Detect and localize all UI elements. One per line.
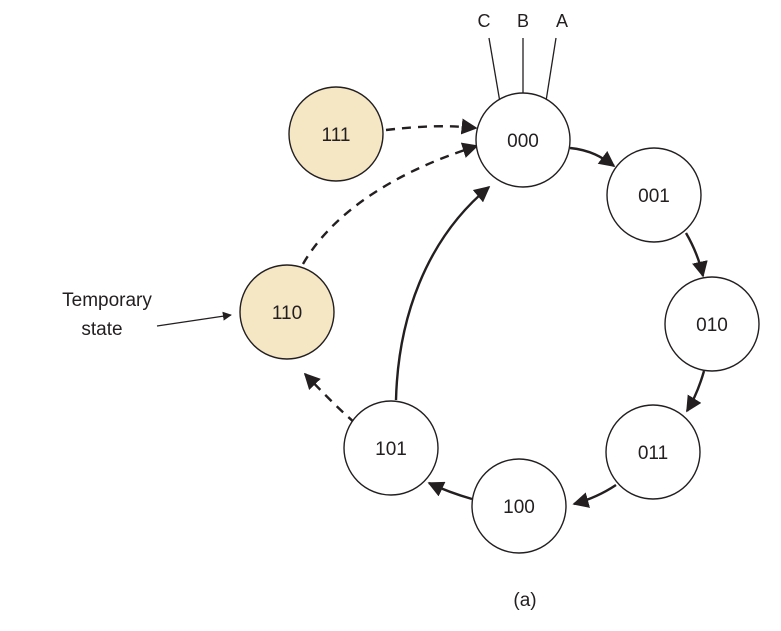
state-101: 101 [343, 400, 439, 496]
state-100: 100 [471, 458, 567, 554]
state-101-label: 101 [375, 439, 407, 460]
temporary-state-pointer [156, 311, 232, 327]
state-000-label: 000 [507, 131, 539, 152]
transition-100-101 [427, 481, 473, 501]
state-110-label: 110 [272, 303, 302, 324]
transition-011-100 [572, 484, 617, 508]
temporary-state-label-line1: Temporary [62, 290, 152, 311]
state-010-label: 010 [696, 315, 728, 336]
state-010: 010 [664, 276, 760, 372]
transition-010-011 [685, 370, 706, 413]
transition-101-000 [394, 185, 491, 401]
input-label-b: B [517, 11, 529, 31]
transition-101-110-dashed [303, 372, 356, 424]
transition-110-000-dashed [301, 142, 479, 265]
figure-caption: (a) [513, 590, 536, 611]
state-100-label: 100 [503, 497, 535, 518]
state-000: 000 [475, 92, 571, 188]
state-011: 011 [605, 404, 701, 500]
state-111-label: 111 [322, 125, 351, 146]
transition-000-001 [569, 146, 616, 167]
temporary-state-label-line2: state [81, 319, 122, 340]
state-001-label: 001 [638, 186, 670, 207]
state-111: 111 [288, 86, 384, 182]
transition-111-000-dashed [385, 118, 478, 135]
input-label-c: C [478, 11, 491, 31]
transition-001-010 [684, 232, 708, 278]
state-110: 110 [239, 264, 335, 360]
state-011-label: 011 [638, 443, 668, 464]
state-001: 001 [606, 147, 702, 243]
input-label-a: A [556, 11, 568, 31]
